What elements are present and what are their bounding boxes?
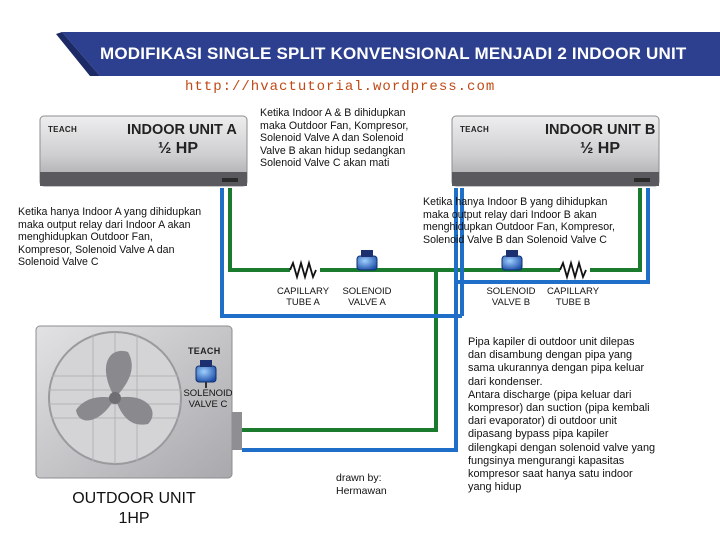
liquid-pipe: [228, 188, 642, 432]
note-only-indoor-a: Ketika hanya Indoor A yang dihidupkan ma…: [18, 206, 202, 269]
outdoor-unit-capacity: 1HP: [118, 510, 150, 527]
label-capillary-tube-a: CAPILLARY TUBE A: [276, 286, 330, 308]
indoor-unit-b: [451, 115, 660, 187]
title-banner-shadow: [56, 32, 100, 76]
drawn-by-credit: drawn by: Hermawan: [336, 472, 387, 497]
indoor-b-capacity: ½ HP: [580, 140, 621, 157]
note-capillary-bypass: Pipa kapiler di outdoor unit dilepas dan…: [468, 336, 656, 494]
source-url: http://hvactutorial.wordpress.com: [185, 79, 496, 95]
solenoid-valve-b-icon: [501, 250, 523, 271]
label-capillary-tube-b: CAPILLARY TUBE B: [546, 286, 600, 308]
capillary-tube-b-coil: [559, 259, 587, 281]
outdoor-unit-name: OUTDOOR UNIT: [72, 490, 196, 507]
label-solenoid-valve-c: SOLENOID VALVE C: [183, 388, 233, 410]
capillary-tube-a-coil: [289, 259, 317, 281]
suction-pipe: [220, 188, 650, 452]
solenoid-valve-c-icon: [195, 360, 217, 388]
note-both-indoor-on: Ketika Indoor A & B dihidupkan maka Outd…: [260, 107, 409, 170]
title-banner: [62, 32, 720, 76]
outdoor-unit: [35, 325, 242, 479]
indoor-a-brand: TEACH: [48, 125, 78, 134]
solenoid-valve-a-icon: [356, 250, 378, 271]
label-solenoid-valve-a: SOLENOID VALVE A: [342, 286, 392, 308]
indoor-b-brand: TEACH: [460, 125, 490, 134]
note-only-indoor-b: Ketika hanya Indoor B yang dihidupkan ma…: [423, 196, 615, 246]
page-title: MODIFIKASI SINGLE SPLIT KONVENSIONAL MEN…: [100, 44, 687, 63]
outdoor-brand: TEACH: [188, 346, 221, 356]
indoor-a-capacity: ½ HP: [158, 140, 199, 157]
fan-icon: [76, 350, 153, 425]
label-solenoid-valve-b: SOLENOID VALVE B: [486, 286, 536, 308]
indoor-unit-a: [39, 115, 248, 187]
indoor-a-name: INDOOR UNIT A: [127, 122, 237, 138]
indoor-b-name: INDOOR UNIT B: [545, 122, 656, 138]
